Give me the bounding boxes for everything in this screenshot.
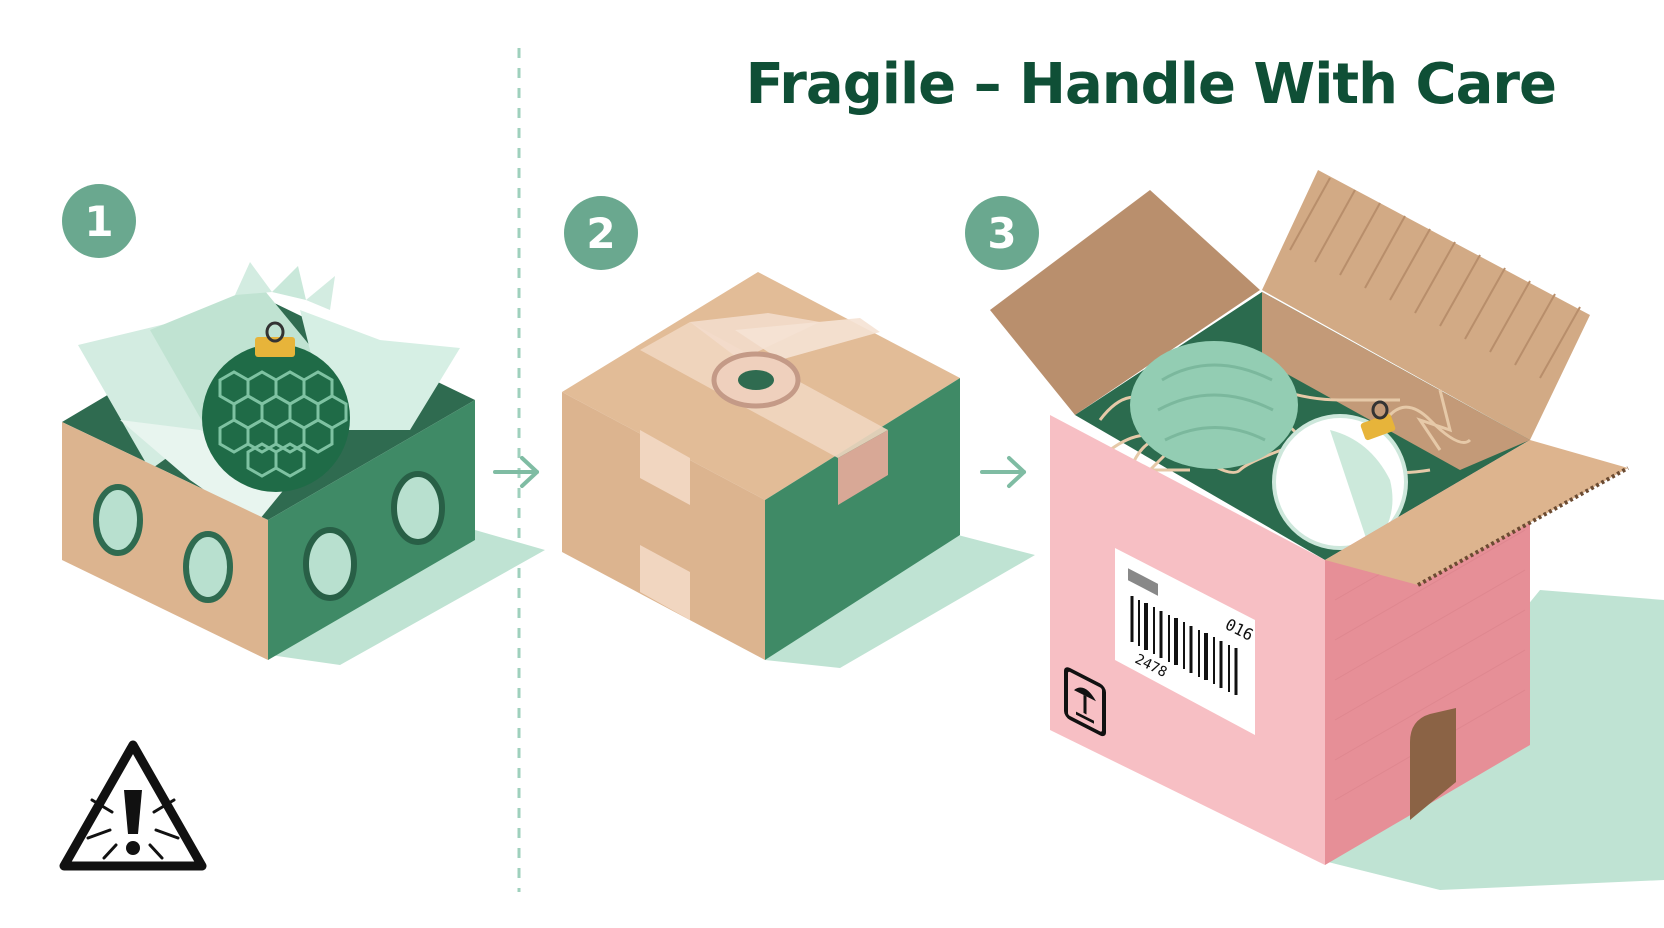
fragile-warning-triangle-icon: [59, 740, 207, 871]
step-2-badge: 2: [564, 196, 638, 270]
handle-slot: [1410, 708, 1456, 820]
step-3-badge: 3: [965, 196, 1039, 270]
page-title: Fragile – Handle With Care: [745, 52, 1557, 117]
vent-hole: [303, 527, 357, 601]
step-2-sealed-box: [562, 272, 1035, 668]
keep-upright-icon: [1064, 667, 1106, 737]
barcode: [1130, 596, 1238, 695]
step-3-shipping-box: 016 2478: [990, 170, 1664, 890]
vent-hole: [93, 484, 143, 556]
step-1-badge: 1: [62, 184, 136, 258]
vent-hole: [391, 471, 445, 545]
arrow-right-icon: [980, 456, 1026, 488]
packing-tape: [735, 318, 880, 360]
ornament-cap: [255, 337, 295, 357]
arrow-right-icon: [493, 456, 539, 488]
step-1-wrapped-ornament-box: [62, 262, 545, 665]
vent-hole: [183, 531, 233, 603]
wrapped-ornament: [1130, 341, 1298, 469]
ornament-ball: [202, 344, 350, 492]
